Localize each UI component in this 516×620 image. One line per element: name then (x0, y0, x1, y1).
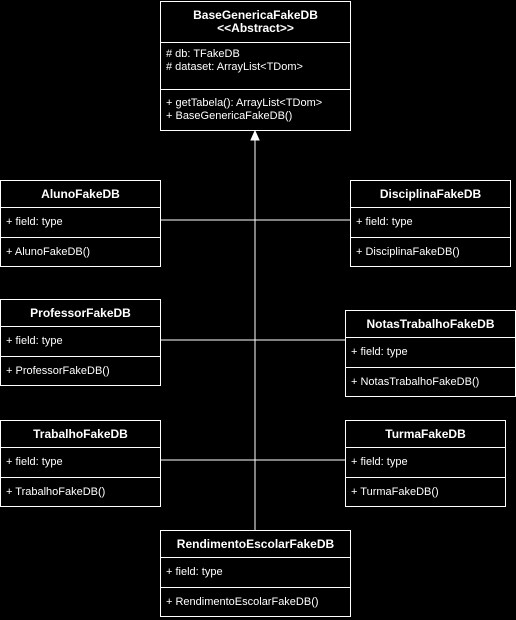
class-title: BaseGenericaFakeDB <<Abstract>> (161, 2, 350, 43)
attribute-row: # db: TFakeDB (166, 48, 240, 60)
class-base-generica-fake-db[interactable]: BaseGenericaFakeDB <<Abstract>> # db: TF… (160, 1, 351, 131)
class-title: DisciplinaFakeDB (351, 181, 510, 208)
class-stereotype: <<Abstract>> (217, 21, 294, 35)
class-title: RendimentoEscolarFakeDB (161, 531, 350, 558)
attributes-section: # db: TFakeDB # dataset: ArrayList<TDom> (161, 43, 350, 90)
field-section: + field: type (1, 208, 160, 238)
class-title: TurmaFakeDB (346, 421, 505, 448)
method-section: + RendimentoEscolarFakeDB() (166, 595, 319, 608)
method-section: + ProfessorFakeDB() (6, 364, 110, 377)
method-row: + getTabela(): ArrayList<TDom> (166, 97, 323, 109)
field-section: + field: type (1, 327, 160, 357)
class-title: NotasTrabalhoFakeDB (346, 311, 515, 338)
field-section: + field: type (1, 448, 160, 478)
class-professor-fake-db[interactable]: ProfessorFakeDB + field: type + Professo… (0, 299, 161, 386)
class-disciplina-fake-db[interactable]: DisciplinaFakeDB + field: type + Discipl… (350, 180, 511, 267)
field-section: + field: type (351, 208, 510, 238)
class-turma-fake-db[interactable]: TurmaFakeDB + field: type + TurmaFakeDB(… (345, 420, 506, 507)
method-row: + BaseGenericaFakeDB() (166, 110, 293, 122)
class-aluno-fake-db[interactable]: AlunoFakeDB + field: type + AlunoFakeDB(… (0, 180, 161, 267)
field-section: + field: type (346, 448, 505, 478)
method-section: + TurmaFakeDB() (351, 485, 439, 498)
class-rendimento-escolar-fake-db[interactable]: RendimentoEscolarFakeDB + field: type + … (160, 530, 351, 617)
class-title: AlunoFakeDB (1, 181, 160, 208)
class-name: BaseGenericaFakeDB (193, 8, 318, 22)
class-notas-trabalho-fake-db[interactable]: NotasTrabalhoFakeDB + field: type + Nota… (345, 310, 516, 397)
class-trabalho-fake-db[interactable]: TrabalhoFakeDB + field: type + TrabalhoF… (0, 420, 161, 507)
attribute-row: # dataset: ArrayList<TDom> (166, 61, 303, 73)
field-section: + field: type (346, 338, 515, 368)
method-section: + AlunoFakeDB() (6, 245, 91, 258)
inheritance-arrowhead (250, 129, 260, 141)
class-title: ProfessorFakeDB (1, 300, 160, 327)
class-title: TrabalhoFakeDB (1, 421, 160, 448)
method-section: + NotasTrabalhoFakeDB() (351, 376, 480, 388)
field-section: + field: type (161, 558, 350, 588)
method-section: + TrabalhoFakeDB() (6, 485, 106, 498)
methods-section: + getTabela(): ArrayList<TDom> + BaseGen… (161, 90, 350, 130)
method-section: + DisciplinaFakeDB() (356, 245, 460, 258)
